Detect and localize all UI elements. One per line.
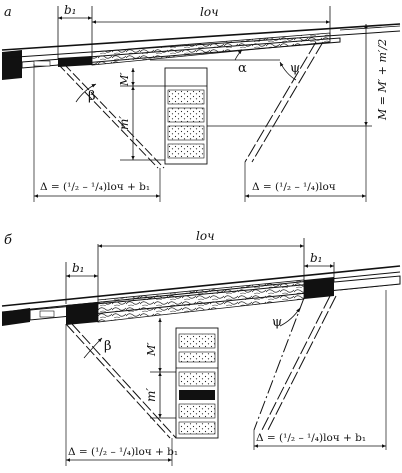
- delta-left-a: Δ = (¹/₂ – ¹/₄)lоч + b₁: [33, 64, 161, 202]
- panel-letter-b: б: [4, 233, 12, 248]
- formula-left-a: Δ = (¹/₂ – ¹/₄)lоч + b₁: [40, 181, 150, 193]
- seam-b: [29, 275, 401, 325]
- delta-right-b: Δ = (¹/₂ – ¹/₄)lоч + b₁: [253, 290, 387, 450]
- beta-boundary-b: β: [65, 323, 177, 439]
- b1-left-label-b: b₁: [72, 261, 85, 275]
- dimension-b1-left-b: b₁: [65, 261, 99, 304]
- thickness-dims-b: M′ m′: [144, 318, 176, 419]
- delta-right-a: Δ = (¹/₂ – ¹/₄)lоч: [244, 126, 367, 202]
- beta-label-a: β: [88, 89, 96, 104]
- M-total-dim: M = M′ + m′/2: [207, 24, 389, 127]
- psi-boundary-a: ψ: [244, 41, 324, 163]
- beta-label-b: β: [104, 339, 112, 354]
- formula-left-b: Δ = (¹/₂ – ¹/₄)lоч + b₁: [68, 446, 178, 458]
- M-prime-label-b: M′: [145, 342, 158, 357]
- m-prime-label-a: m′: [117, 116, 131, 130]
- strata-column-b: [175, 327, 219, 439]
- delta-left-b: Δ = (¹/₂ – ¹/₄)lоч + b₁: [65, 324, 178, 466]
- dimension-b1-a: b₁: [57, 3, 93, 60]
- strata-column-a: [164, 67, 208, 165]
- loch-label-a: lоч: [200, 5, 219, 19]
- dimension-loch-b: lоч: [97, 229, 304, 262]
- alpha-angle: α: [150, 49, 280, 76]
- panel-letter-a: а: [4, 5, 12, 20]
- seam-a: [21, 32, 341, 69]
- psi-label-b: ψ: [272, 315, 282, 330]
- dimension-b1-right-b: b₁: [303, 238, 335, 284]
- psi-label-a: ψ: [290, 61, 300, 76]
- dimension-loch-a: lоч: [92, 5, 331, 42]
- m-prime-label-b: m′: [144, 388, 158, 402]
- b1-right-label-b: b₁: [310, 251, 323, 265]
- M-formula-label: M = M′ + m′/2: [376, 39, 389, 121]
- loch-label-b: lоч: [196, 229, 215, 243]
- alpha-label: α: [238, 61, 247, 76]
- panel-a: а b₁ lоч: [1, 3, 401, 202]
- M-prime-label-a: M′: [118, 72, 131, 87]
- thickness-dims-a: M′ m′: [117, 68, 165, 161]
- formula-right-b: Δ = (¹/₂ – ¹/₄)lоч + b₁: [256, 432, 366, 444]
- panel-b: б b₁ b₁ lоч: [1, 229, 401, 466]
- formula-right-a: Δ = (¹/₂ – ¹/₄)lоч: [252, 181, 336, 193]
- beta-boundary-a: β: [57, 63, 165, 169]
- b1-label-a: b₁: [64, 3, 77, 17]
- psi-boundary-b: ψ: [253, 295, 337, 431]
